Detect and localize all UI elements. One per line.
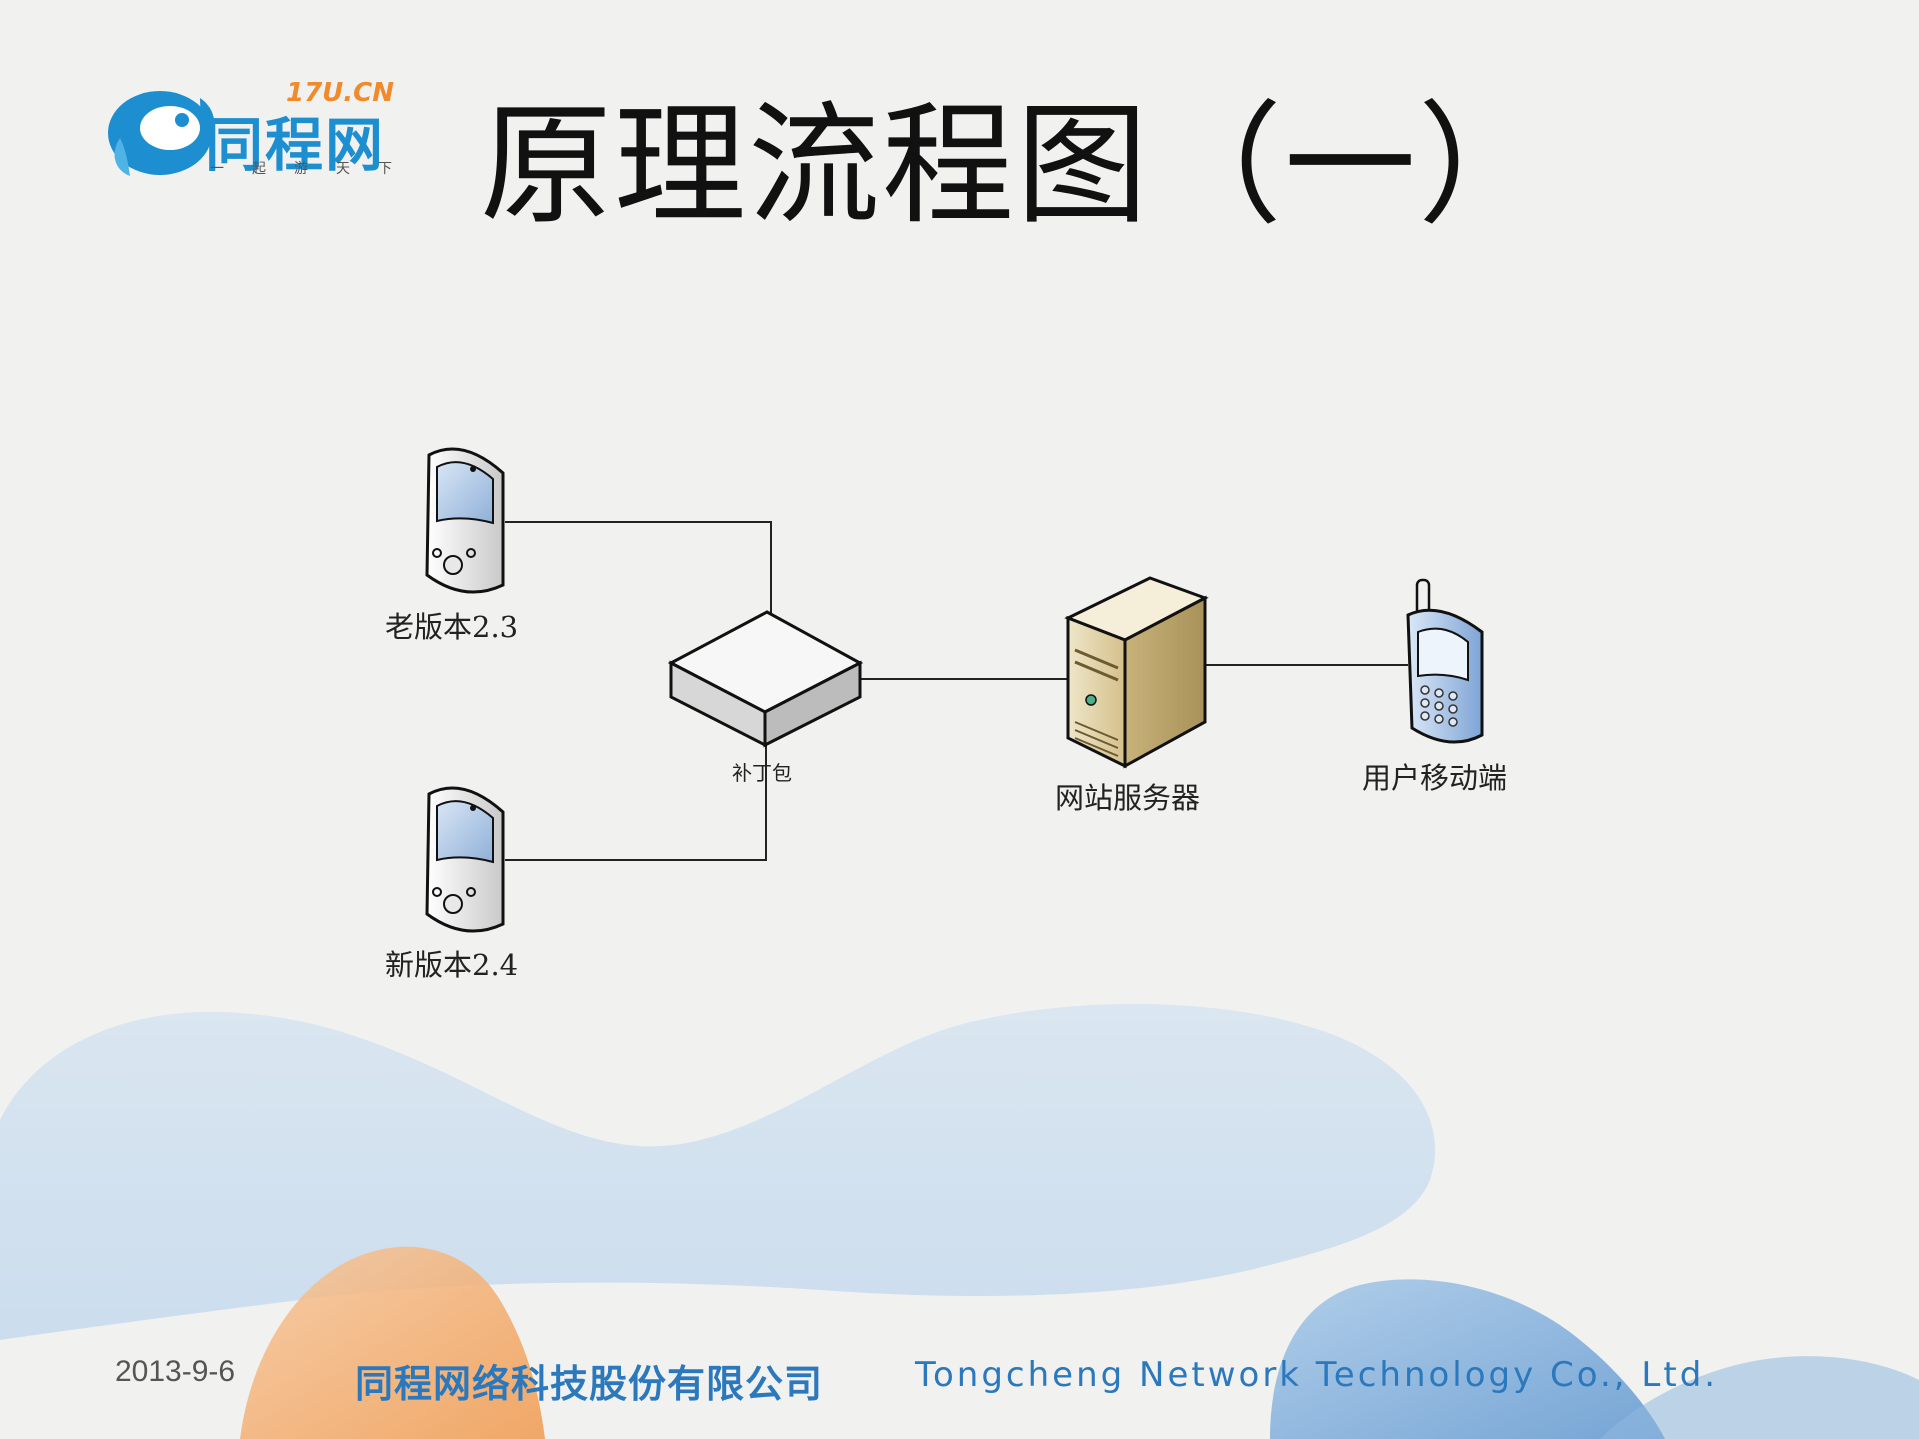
server-tower-icon bbox=[1064, 576, 1209, 769]
logo-domain: 17U.CN bbox=[286, 78, 395, 108]
network-switch-icon bbox=[667, 610, 864, 748]
bg-orange-shape bbox=[240, 1246, 545, 1439]
bg-blue-right-shape bbox=[1600, 1356, 1919, 1439]
label-new-version: 新版本2.4 bbox=[385, 948, 519, 982]
label-old-version: 老版本2.3 bbox=[385, 610, 519, 644]
label-server: 网站服务器 bbox=[1055, 781, 1201, 815]
pda-device-icon bbox=[425, 447, 505, 594]
edge-old-to-patch bbox=[505, 521, 772, 615]
connector-lines bbox=[505, 521, 1408, 861]
label-user-mobile: 用户移动端 bbox=[1362, 761, 1508, 795]
cell-phone-icon bbox=[1406, 578, 1484, 744]
bg-blue-wave-shape bbox=[0, 1003, 1436, 1340]
footer-date: 2013-9-6 bbox=[115, 1355, 236, 1388]
label-patch: 补丁包 bbox=[732, 761, 792, 785]
logo-wordmark: 同程网 bbox=[205, 111, 386, 179]
footer-company-cn: 同程网络科技股份有限公司 bbox=[355, 1362, 824, 1406]
fish-logo-icon bbox=[108, 91, 215, 176]
pda-device-icon bbox=[425, 786, 505, 933]
page-title: 原理流程图（一） bbox=[480, 89, 1552, 243]
logo-slogan: 一起游天下 bbox=[210, 161, 420, 177]
bg-blue-bottom-shape bbox=[1270, 1279, 1665, 1439]
footer-company-en: Tongcheng Network Technology Co., Ltd. bbox=[915, 1355, 1719, 1395]
edge-new-to-patch bbox=[505, 745, 767, 861]
